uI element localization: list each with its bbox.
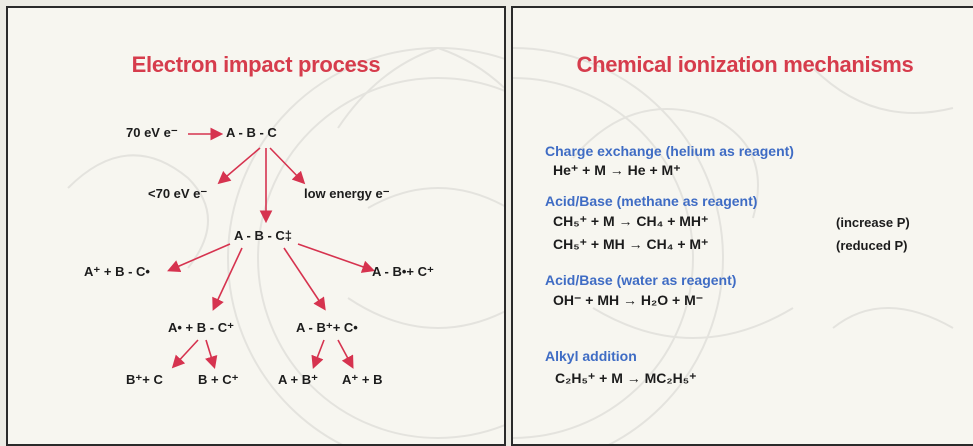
section-heading-alkyl: Alkyl addition <box>545 348 637 364</box>
fragment-product-3: A + B⁺ <box>278 372 318 387</box>
arrow-split-right <box>297 243 376 273</box>
section-heading-water: Acid/Base (water as reagent) <box>545 272 737 288</box>
section-heading-charge-exchange: Charge exchange (helium as reagent) <box>545 143 794 159</box>
equation-methane-2: CH₅⁺ + MH → CH₄ + M⁺ <box>553 236 709 252</box>
equation-water: OH⁻ + MH → H₂O + M⁻ <box>553 292 704 308</box>
arrow-low-energy <box>269 147 306 185</box>
fragment-product-1: B⁺+ C <box>126 372 163 387</box>
section-heading-methane: Acid/Base (methane as reagent) <box>545 193 758 209</box>
fragment-pair-right: A - B•+ C⁺ <box>372 264 434 279</box>
radical-cation-label: A - B - C‡ <box>234 228 293 243</box>
scattered-electron-label: <70 eV e⁻ <box>148 186 208 201</box>
arrow-frag-3 <box>311 339 325 369</box>
note-reduced-pressure: (reduced P) <box>836 238 908 253</box>
arrow-split-mid <box>212 247 243 311</box>
low-energy-electron-label: low energy e⁻ <box>304 186 390 201</box>
slide-title: Electron impact process <box>131 52 381 77</box>
arrow-frag-2 <box>205 339 218 370</box>
fragment-pair-mid: A• + B - C⁺ <box>168 320 234 335</box>
arrow-split-mid-right <box>283 247 326 311</box>
equation-charge-exchange: He⁺ + M → He + M⁺ <box>553 162 681 178</box>
fragmentation-arrows <box>167 127 376 370</box>
equation-methane-1: CH₅⁺ + M → CH₄ + MH⁺ <box>553 213 709 229</box>
arrow-scattered <box>217 147 261 185</box>
electron-beam-label: 70 eV e⁻ <box>126 125 178 140</box>
electron-impact-slide: Electron impact process 70 eV e⁻ A - B -… <box>6 6 506 446</box>
molecule-label: A - B - C <box>226 125 277 140</box>
arrow-split-left <box>167 243 231 273</box>
chemical-ionization-slide: Chemical ionization mechanisms Charge ex… <box>511 6 973 446</box>
note-increase-pressure: (increase P) <box>836 215 910 230</box>
fragment-pair-mid-right: A - B⁺+ C• <box>296 320 358 335</box>
arrow-frag-4 <box>337 339 354 369</box>
arrow-frag-1 <box>171 339 199 369</box>
fragment-product-2: B + C⁺ <box>198 372 239 387</box>
slide-title: Chemical ionization mechanisms <box>576 52 914 77</box>
equation-alkyl: C₂H₅⁺ + M → MC₂H₅⁺ <box>555 370 697 386</box>
fragment-pair-left: A⁺ + B - C• <box>84 264 150 279</box>
fragment-product-4: A⁺ + B <box>342 372 383 387</box>
